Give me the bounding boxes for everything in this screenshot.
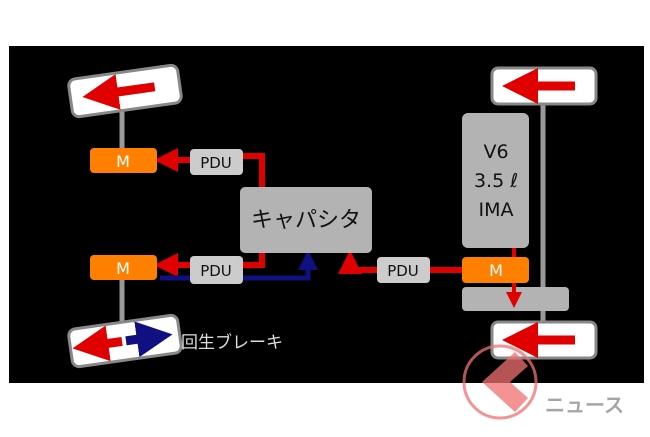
engine-pdu-box <box>377 257 430 283</box>
front-pdu-box <box>190 149 243 175</box>
drive-arrow <box>82 74 156 110</box>
rear-motor-box <box>90 255 157 280</box>
front-pdu-label: PDU <box>200 154 232 172</box>
rear-pdu-box <box>190 256 243 284</box>
front-motor-box <box>90 148 157 173</box>
drive-arrow <box>72 325 123 362</box>
engine-motor-label: M <box>489 261 503 280</box>
rear-left-wheel <box>67 313 183 369</box>
engine-label-line-1: V6 <box>483 141 508 163</box>
capacitor-box <box>240 187 372 253</box>
front-motor-label: M <box>116 152 130 171</box>
rear-pdu-label: PDU <box>200 262 232 280</box>
watermark-logo: ニュース <box>462 344 624 420</box>
front-left-wheel <box>67 63 183 119</box>
capacitor-label: キャパシタ <box>251 208 361 233</box>
rear-motor-label: M <box>116 259 130 278</box>
regen-arrow <box>125 321 173 358</box>
front-right-wheel <box>490 66 598 106</box>
engine-box <box>462 113 529 248</box>
regen-brake-label: 回生ブレーキ <box>181 332 283 353</box>
engine-pdu-label: PDU <box>387 262 419 280</box>
engine-label-line-3: IMA <box>479 199 514 221</box>
rear-right-wheel <box>490 320 598 360</box>
watermark-text: ニュース <box>545 393 624 417</box>
capacitor-to-rear-pdu-line <box>243 253 265 268</box>
capacitor-to-front-pdu-line <box>243 153 265 188</box>
engine-motor-box <box>462 257 529 283</box>
engine-label-line-2: 3.5 ℓ <box>474 170 518 192</box>
